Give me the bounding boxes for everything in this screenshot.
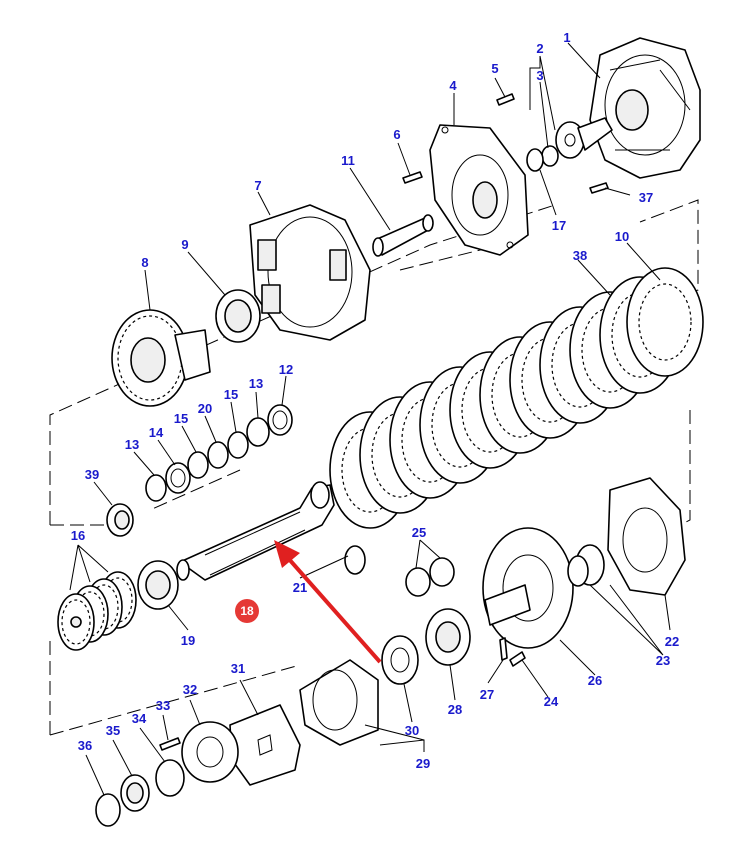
highlighted-callout-18: 18 (235, 599, 259, 623)
callout-label-39: 39 (85, 467, 99, 482)
leader-lines (69, 42, 671, 796)
rings-part-25 (405, 557, 455, 597)
gear-stack-part-16 (57, 571, 137, 651)
clutch-drum-part-7 (249, 204, 371, 341)
callout-label-27: 27 (480, 687, 494, 702)
callout-label-10: 10 (615, 229, 629, 244)
callout-label-7: 7 (254, 178, 261, 193)
callout-label-14: 14 (149, 425, 164, 440)
callout-label-20: 20 (198, 401, 212, 416)
rings-part-23 (567, 544, 605, 587)
callout-label-21: 21 (293, 580, 307, 595)
bolts (402, 93, 609, 194)
piston-part-22 (607, 477, 686, 596)
carrier-part-26 (482, 527, 574, 649)
bearing-part-35 (120, 774, 150, 812)
callout-label-19: 19 (181, 633, 195, 648)
callout-labels: 1 2 3 4 5 6 7 8 9 10 11 12 13 13 14 15 1… (71, 30, 679, 771)
housing-part-32 (181, 721, 239, 783)
callout-label-9: 9 (181, 237, 188, 252)
bushing-part-39 (106, 503, 134, 537)
callout-label-8: 8 (141, 255, 148, 270)
callout-label-22: 22 (665, 634, 679, 649)
ring-part-17 (526, 148, 544, 172)
callout-label-26: 26 (588, 673, 602, 688)
adapter-plate-part-4 (429, 124, 529, 256)
callout-label-31: 31 (231, 661, 245, 676)
callout-label-37: 37 (639, 190, 653, 205)
callout-label-32: 32 (183, 682, 197, 697)
callout-label-13a: 13 (249, 376, 263, 391)
callout-label-25: 25 (412, 525, 426, 540)
bolt-part-24 (509, 651, 526, 667)
callout-label-33: 33 (156, 698, 170, 713)
callout-label-3: 3 (536, 68, 543, 83)
ring-part-34 (155, 759, 185, 797)
bearing-part-9 (215, 289, 261, 343)
circlip-part-36 (95, 793, 121, 827)
clutch-plate-stack-part-10-38 (329, 267, 704, 529)
callout-label-15b: 15 (174, 411, 188, 426)
splined-shaft-part-11 (372, 214, 434, 257)
callout-label-15a: 15 (224, 387, 238, 402)
cage-part-30 (381, 635, 419, 685)
circlip-part-21 (344, 545, 366, 575)
callout-label-35: 35 (106, 723, 120, 738)
callout-label-6: 6 (393, 127, 400, 142)
bearing-part-28 (425, 608, 471, 666)
callout-label-1: 1 (563, 30, 570, 45)
callout-label-13b: 13 (125, 437, 139, 452)
callout-label-38: 38 (573, 248, 587, 263)
callout-label-17: 17 (552, 218, 566, 233)
bearing-part-19 (137, 560, 179, 610)
flange-part-2 (541, 117, 613, 167)
callout-label-12: 12 (279, 362, 293, 377)
pin-part-27 (499, 637, 508, 661)
callout-label-5: 5 (491, 61, 498, 76)
housing-part-1 (589, 37, 701, 179)
callout-label-28: 28 (448, 702, 462, 717)
callout-label-30: 30 (405, 723, 419, 738)
callout-label-34: 34 (132, 711, 147, 726)
main-shaft-part-18 (176, 481, 335, 581)
callout-label-23: 23 (656, 653, 670, 668)
callout-label-24: 24 (544, 694, 559, 709)
callout-label-29: 29 (416, 756, 430, 771)
callout-label-16: 16 (71, 528, 85, 543)
callout-label-18: 18 (240, 604, 254, 618)
housing-part-29 (299, 659, 379, 746)
gear-part-8 (111, 309, 211, 407)
small-rings-row (145, 404, 293, 502)
red-pointer-arrow (274, 540, 382, 664)
coupling-part-31 (229, 704, 301, 786)
callout-label-2: 2 (536, 41, 543, 56)
callout-label-4: 4 (449, 78, 457, 93)
callout-label-36: 36 (78, 738, 92, 753)
bolt-part-33 (159, 737, 181, 751)
callout-label-11: 11 (341, 153, 355, 168)
